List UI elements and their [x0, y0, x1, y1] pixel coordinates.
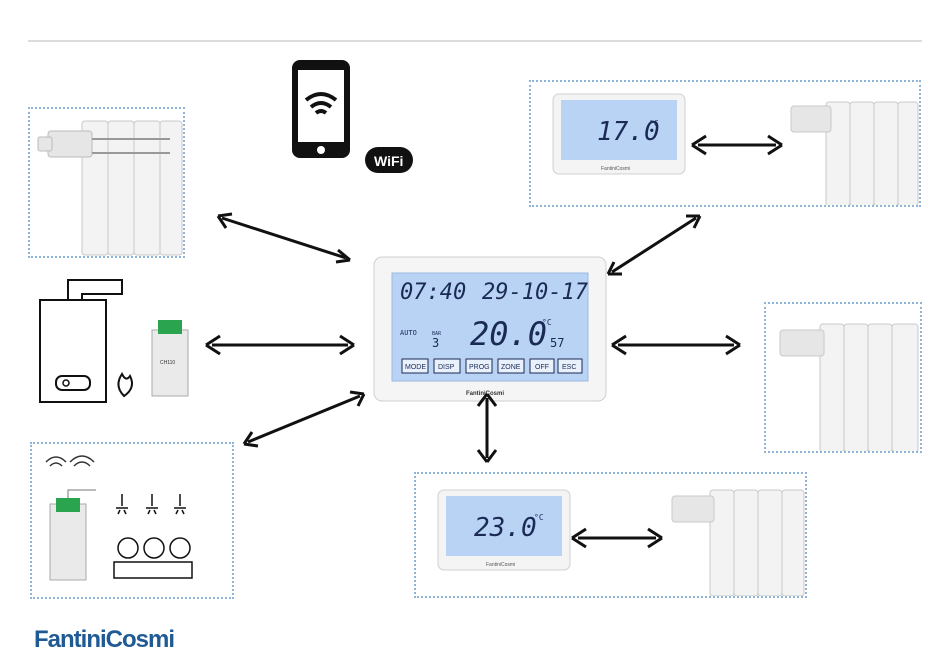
double-arrow-mid-right: [610, 330, 742, 360]
sprinkler-icons: [114, 494, 192, 578]
radiator-panel-right: [764, 302, 922, 453]
remote-zone-panel-bottom: 23.0 °C FantiniCosmi: [414, 472, 807, 598]
esc-button[interactable]: ESC: [562, 364, 576, 371]
wifi-signal-icon: [70, 456, 94, 466]
double-arrow-top-left: [214, 210, 354, 266]
prog-button[interactable]: PROG: [469, 364, 490, 371]
brand-logo: FantiniCosmi: [34, 626, 174, 654]
smartphone-icon: [290, 58, 352, 161]
wifi-badge-text: WiFi: [374, 153, 403, 169]
time-readout: 07:40: [400, 280, 466, 305]
unit-label: °C: [649, 119, 659, 128]
radiator-icon: [791, 102, 918, 205]
zone-number: 3: [432, 336, 439, 350]
brand-label: FantiniCosmi: [601, 166, 630, 172]
flame-icon: [118, 374, 132, 396]
radiator-icon: [780, 324, 918, 451]
double-arrow-top-right-diag: [604, 210, 704, 280]
radio-signal-icon: [46, 457, 66, 466]
unit-label: °C: [534, 513, 544, 522]
date-readout: 29-10-17: [482, 280, 589, 305]
header-rule: [28, 40, 922, 42]
relay-module-icon: CH110: [150, 318, 190, 402]
mode-readout: AUTO: [400, 329, 417, 337]
disp-button[interactable]: DISP: [438, 364, 455, 371]
double-arrow-top-right: [690, 130, 784, 160]
off-button[interactable]: OFF: [535, 364, 549, 371]
double-arrow-mid-left: [204, 330, 356, 360]
boiler-icon: [36, 276, 146, 406]
relay-module-icon: [50, 504, 86, 580]
irrigation-panel: [30, 442, 234, 599]
planter-icon: [114, 562, 192, 578]
wifi-badge: WiFi: [364, 146, 416, 176]
mode-button[interactable]: MODE: [405, 364, 426, 371]
double-arrow-bottom-left: [240, 388, 368, 450]
zone-button[interactable]: ZONE: [501, 364, 521, 371]
humidity-readout: 57: [550, 336, 564, 350]
radiator-icon: [30, 109, 183, 256]
temperature-readout: 23.0: [474, 513, 537, 543]
radiator-panel-top-left: [28, 107, 185, 258]
radiator-icon: [672, 490, 804, 596]
main-thermostat: 07:40 29-10-17 AUTO BAR 3 20.0 °C 57 MOD…: [372, 255, 608, 405]
brand-label: FantiniCosmi: [486, 562, 515, 568]
unit-label: °C: [542, 318, 552, 327]
temperature-readout: 20.0: [470, 315, 547, 353]
module-label: CH110: [160, 360, 175, 366]
double-arrow-down: [472, 392, 502, 464]
